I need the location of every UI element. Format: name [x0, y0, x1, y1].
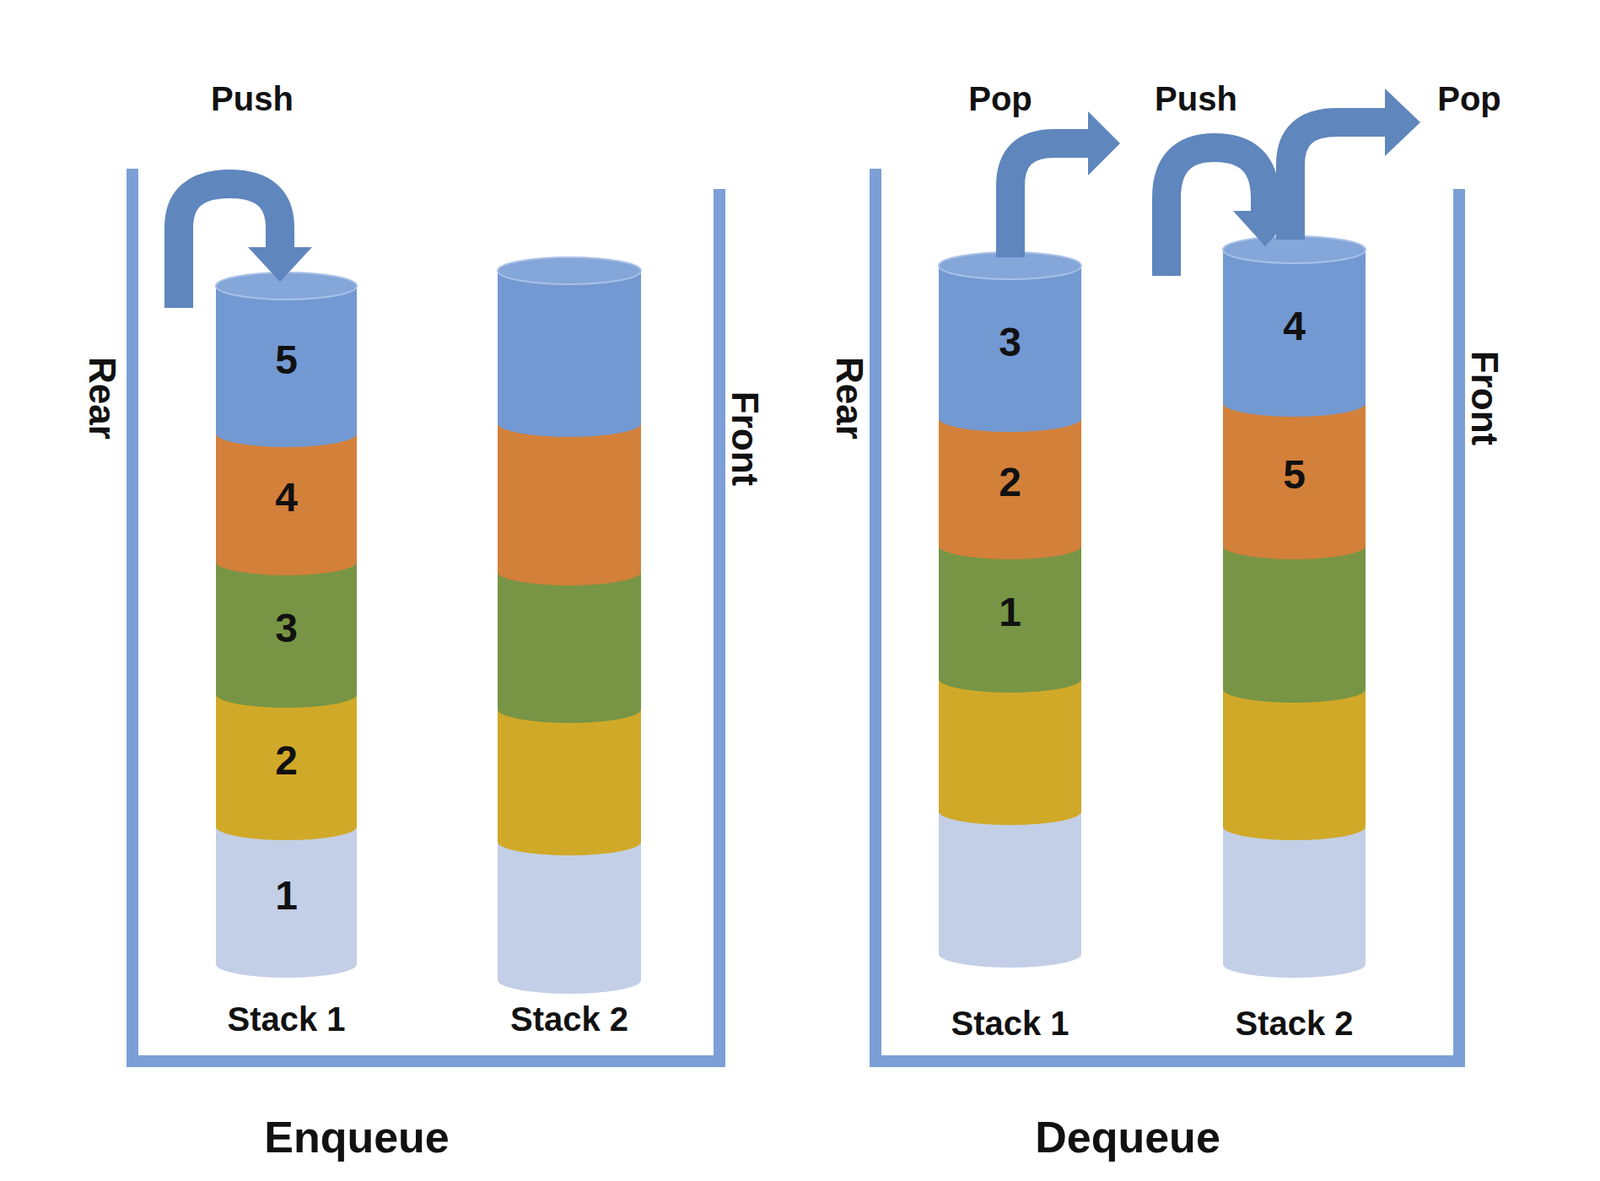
- stack-name: Stack 2: [1234, 1004, 1353, 1042]
- stack: Stack 2 4 5: [1222, 249, 1366, 1042]
- element-number: 3: [274, 608, 298, 649]
- stack-element: 2: [938, 418, 1082, 546]
- queue-container: [875, 168, 1460, 1062]
- stack-name: Stack 1: [950, 1004, 1069, 1042]
- stack-element: 1: [215, 826, 357, 965]
- side-label: Rear: [829, 356, 870, 440]
- stack-element: 2: [215, 694, 357, 827]
- stack-cylinder: [938, 252, 1082, 968]
- queue-container: [132, 168, 720, 1062]
- stack: Stack 1 3 2 1: [938, 265, 1082, 1042]
- operation-label: Pop: [968, 80, 1033, 118]
- operation-label: Push: [210, 80, 294, 118]
- element-number: 4: [274, 477, 298, 518]
- stack-element: 3: [215, 561, 357, 695]
- stack-name: Stack 1: [226, 1000, 345, 1038]
- stack-cylinder: [497, 257, 642, 994]
- stack: Stack 1 5 4 3 2 1: [215, 285, 357, 1038]
- stack: Stack 2: [497, 270, 642, 1038]
- side-label: Front: [1464, 350, 1505, 446]
- pop-arrow: [1290, 88, 1421, 240]
- element-number: 5: [1282, 454, 1306, 496]
- stack-element: 3: [938, 265, 1082, 419]
- side-label: Rear: [81, 356, 123, 440]
- side-label: Front: [724, 391, 765, 486]
- element-number: 2: [274, 740, 298, 782]
- operation-label: Pop: [1437, 80, 1502, 118]
- element-number: 2: [998, 462, 1022, 503]
- panel-title: Dequeue: [1034, 1113, 1221, 1162]
- push-arrow: [178, 183, 313, 308]
- stack-element: 5: [215, 285, 357, 434]
- element-number: 1: [998, 592, 1022, 633]
- stack-element: 1: [938, 545, 1082, 679]
- stack-element: 4: [1222, 249, 1366, 404]
- stack-cylinder: [215, 272, 357, 978]
- element-number: 5: [274, 339, 298, 381]
- element-number: 3: [998, 322, 1022, 363]
- stack-element: 5: [1222, 403, 1366, 546]
- pop-arrow: [1010, 111, 1121, 258]
- operation-label: Push: [1154, 80, 1238, 118]
- element-number: 1: [274, 875, 298, 916]
- stack-element: 4: [215, 433, 357, 562]
- stack-cylinder: [1222, 236, 1366, 978]
- stack-name: Stack 2: [510, 1000, 629, 1038]
- element-number: 4: [1282, 306, 1306, 347]
- panel-title: Enqueue: [263, 1113, 450, 1162]
